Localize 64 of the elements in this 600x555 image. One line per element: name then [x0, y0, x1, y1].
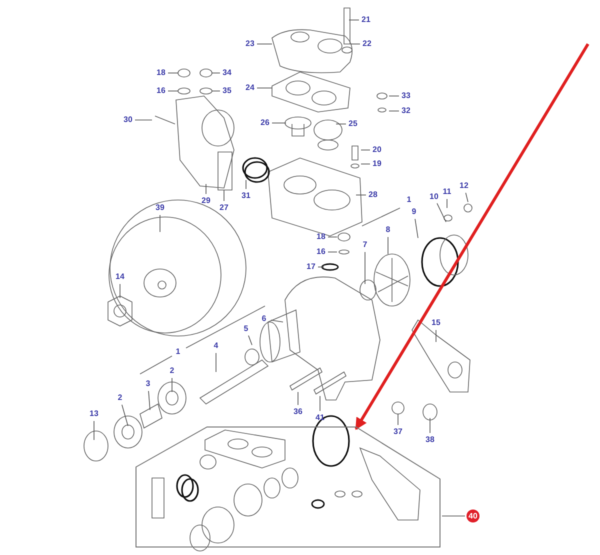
callout-number: 31	[242, 191, 250, 201]
callout-number: 7	[362, 240, 368, 250]
callout-number: 37	[394, 427, 402, 437]
callout-number: 32	[402, 106, 410, 116]
callout-number: 29	[202, 196, 210, 206]
leader-line	[122, 404, 128, 426]
callout-number: 8	[386, 225, 390, 235]
callout-number: 39	[156, 203, 164, 213]
callout-number: 18	[316, 232, 326, 242]
callout-number: 25	[348, 119, 358, 129]
leader-line	[364, 252, 366, 284]
callout-number: 4	[214, 341, 218, 351]
callout-number: 18	[156, 68, 166, 78]
callout-number: 40	[466, 510, 480, 522]
callout-number: 35	[222, 86, 232, 96]
callout-number: 2	[118, 393, 122, 403]
callout-number: 27	[220, 203, 228, 213]
callout-number: 16	[156, 86, 166, 96]
leader-line	[436, 202, 446, 222]
callout-number: 14	[116, 272, 124, 282]
callout-number: 28	[368, 190, 378, 200]
leader-line	[446, 198, 448, 208]
callout-number: 2	[170, 366, 174, 376]
leader-line	[465, 192, 468, 202]
leader-line	[212, 72, 220, 74]
callout-number: 9	[412, 207, 416, 217]
callout-number: 24	[246, 83, 254, 93]
callout-number: 13	[90, 409, 98, 419]
callout-number: 30	[124, 115, 132, 125]
leader-line	[272, 122, 286, 124]
arrow	[354, 43, 590, 430]
callout-number: 23	[246, 39, 254, 49]
callout-number: 21	[362, 15, 370, 25]
callout-number: 1	[406, 195, 412, 205]
callout-number: 5	[244, 324, 248, 334]
leader-line	[356, 194, 366, 196]
callout-number: 22	[362, 39, 372, 49]
leader-line	[270, 320, 284, 322]
callout-number: 19	[372, 159, 382, 169]
callout-number: 41	[316, 413, 324, 423]
leader-line	[212, 90, 220, 92]
callout-number: 36	[294, 407, 302, 417]
callout-number: 11	[442, 187, 452, 197]
callout-number: 26	[260, 118, 270, 128]
callout-number: 3	[146, 379, 150, 389]
callout-number: 6	[262, 314, 266, 324]
callout-number: 10	[430, 192, 438, 202]
leader-line	[318, 266, 324, 268]
callout-number: 15	[432, 318, 440, 328]
leader-line	[168, 90, 178, 92]
callout-number: 38	[426, 435, 434, 445]
callout-number: 16	[316, 247, 326, 257]
leader-line	[388, 110, 400, 112]
callout-number: 12	[460, 181, 468, 191]
leader-line	[248, 335, 252, 346]
leader-line	[168, 72, 178, 74]
callout-number: 17	[306, 262, 316, 272]
leader-line	[414, 218, 418, 238]
callout-number: 1	[176, 347, 180, 357]
callout-number: 33	[402, 91, 410, 101]
callout-number: 20	[372, 145, 382, 155]
callout-number: 34	[222, 68, 232, 78]
leader-line	[148, 390, 150, 410]
leader-line	[328, 236, 338, 238]
